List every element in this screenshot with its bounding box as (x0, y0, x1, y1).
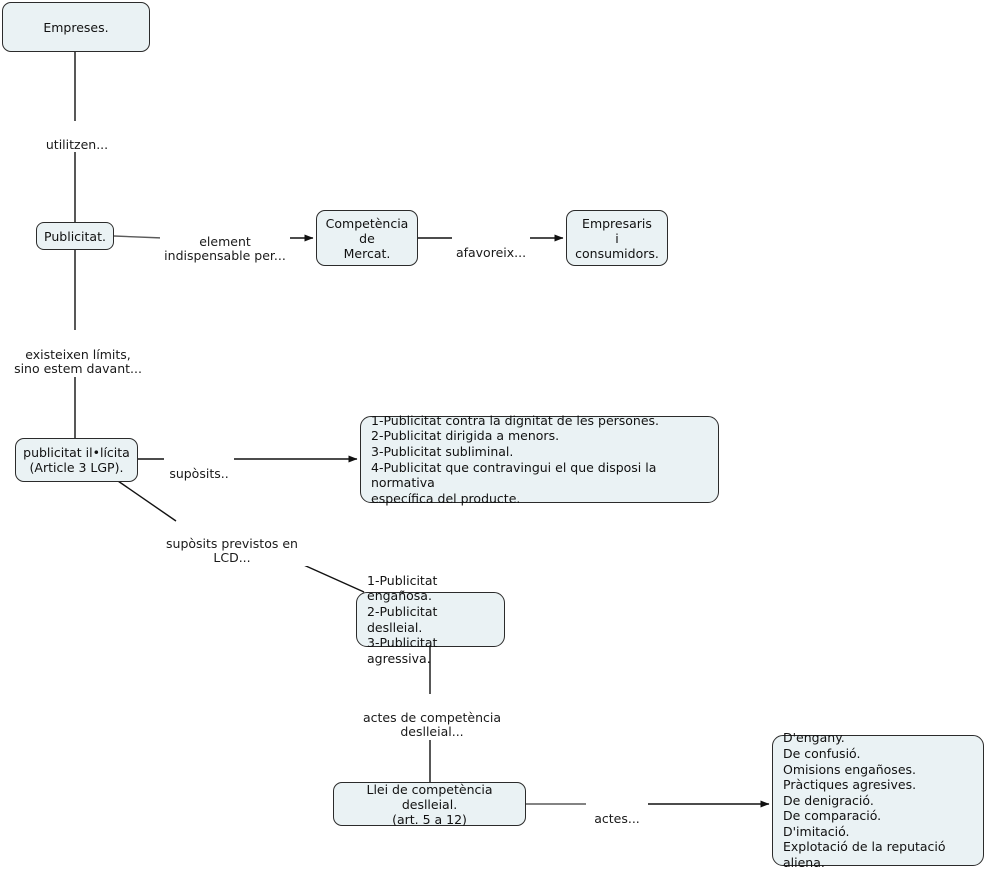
node-actes-list[interactable]: D'engany. De confusió. Omisions engañose… (772, 730, 984, 869)
node-empreses-label: Empreses. (43, 19, 109, 35)
edge-label-utilitzen: utilitzen... (30, 123, 124, 152)
edge-label-suposits-text: supòsits.. (169, 465, 229, 481)
edge-label-suposits-previstos-lcd-text: supòsits previstos en LCD... (166, 535, 298, 565)
edge-label-existeixen-limits: existeixen límits, sino estem davant... (5, 333, 151, 377)
edge-label-utilitzen-text: utilitzen... (45, 136, 109, 152)
node-publicitat-illicita[interactable]: publicitat il•lícita (Article 3 LGP). (15, 438, 138, 482)
node-suposits-lgp-list[interactable]: 1-Publicitat contra la dignitat de les p… (360, 413, 719, 506)
edge-label-afavoreix-text: afavoreix... (455, 244, 527, 260)
node-actes-list-text: D'engany. De confusió. Omisions engañose… (783, 730, 946, 869)
edge-label-actes-text: actes... (594, 810, 640, 826)
node-competencia-mercat-label: Competència de Mercat. (325, 215, 409, 261)
node-suposits-lgp-list-text: 1-Publicitat contra la dignitat de les p… (371, 412, 660, 506)
node-publicitat[interactable]: Publicitat. (36, 222, 114, 250)
node-empresaris-consumidors[interactable]: Empresaris i consumidors. (566, 210, 668, 266)
edge-label-suposits-previstos-lcd: supòsits previstos en LCD... (156, 522, 308, 566)
node-empreses[interactable]: Empreses. (2, 2, 150, 52)
edge-label-actes-competencia-deslleial-text: actes de competència deslleial... (362, 709, 502, 739)
node-suposits-lcd-list[interactable]: 1-Publicitat engañosa. 2-Publicitat desl… (356, 573, 505, 666)
edge-label-actes: actes... (586, 797, 648, 826)
edge-label-element-indispensable: element indispensable per... (160, 220, 290, 264)
edge-label-element-indispensable-text: element indispensable per... (164, 233, 286, 263)
node-publicitat-illicita-label: publicitat il•lícita (Article 3 LGP). (23, 445, 130, 475)
edge-label-existeixen-limits-text: existeixen límits, sino estem davant... (14, 346, 142, 376)
node-publicitat-label: Publicitat. (44, 228, 106, 244)
edge-label-suposits: supòsits.. (164, 452, 234, 481)
edge-label-actes-competencia-deslleial: actes de competència deslleial... (356, 696, 508, 740)
node-empresaris-consumidors-label: Empresaris i consumidors. (575, 215, 659, 261)
node-suposits-lcd-list-text: 1-Publicitat engañosa. 2-Publicitat desl… (367, 572, 438, 666)
node-llei-competencia-deslleial[interactable]: Llei de competència deslleial. (art. 5 a… (333, 781, 526, 827)
node-competencia-mercat[interactable]: Competència de Mercat. (316, 210, 418, 266)
edge-publicitat-to-label-element (113, 235, 164, 239)
node-llei-competencia-deslleial-label: Llei de competència deslleial. (art. 5 a… (366, 781, 493, 827)
edge-label-afavoreix: afavoreix... (452, 231, 530, 260)
edge-illicita-to-label-suposits-lcd (117, 480, 177, 522)
